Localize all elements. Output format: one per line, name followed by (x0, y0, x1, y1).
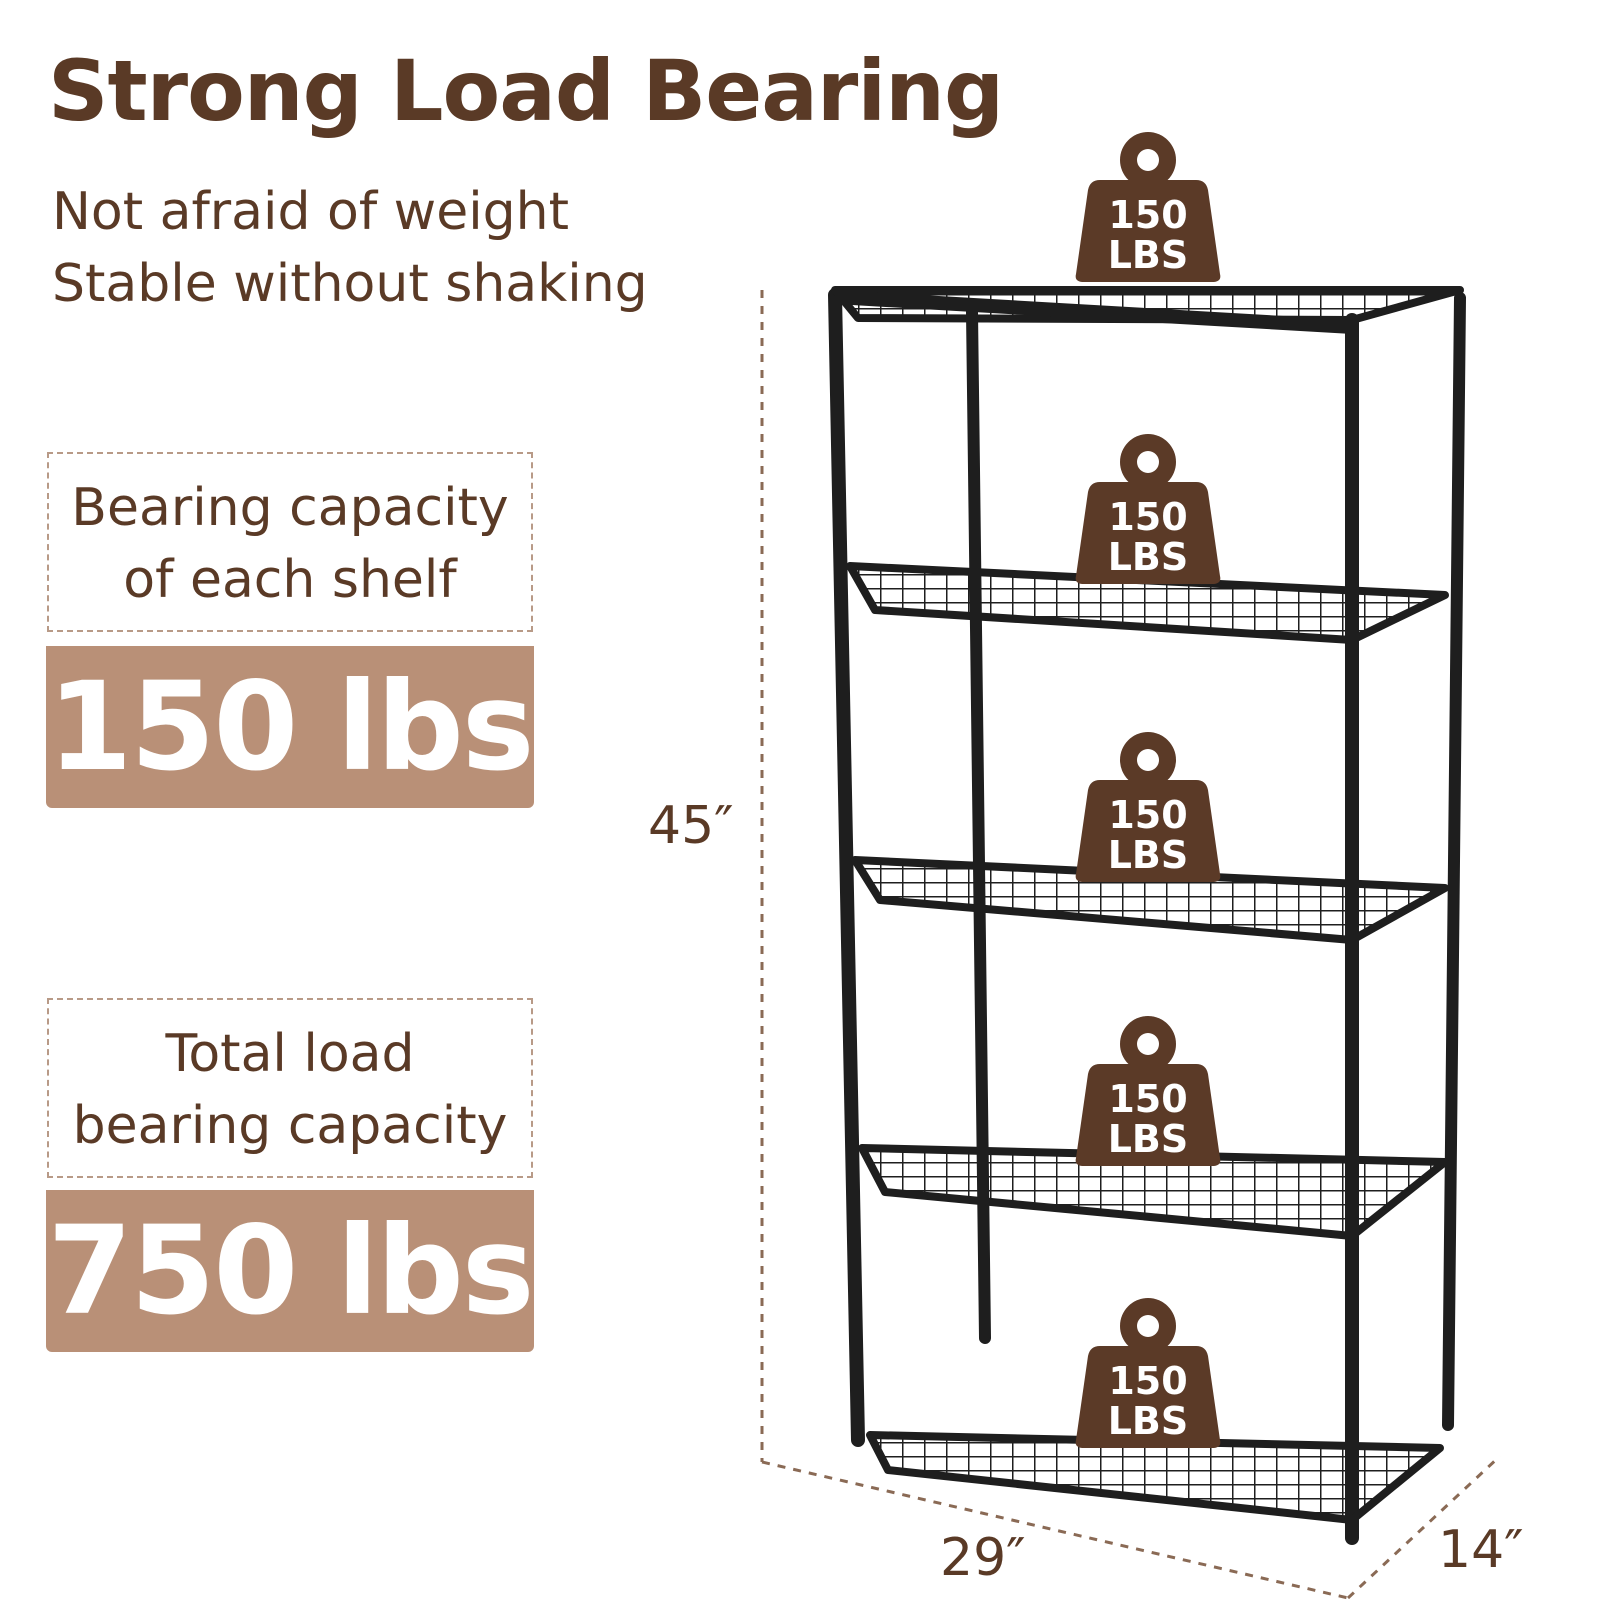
subtitle-line-1: Not afraid of weight (52, 182, 570, 242)
total-capacity-box: Total load bearing capacity (47, 998, 533, 1178)
shelf-4 (858, 1144, 1449, 1240)
rack-shelves (831, 286, 1464, 1524)
weight-label-unit: LBS (1108, 233, 1189, 277)
total-capacity-value: 750 lbs (46, 1190, 534, 1352)
weight-label-number: 150 (1108, 193, 1187, 237)
weight-label-number: 150 (1108, 793, 1187, 837)
dimension-lines (760, 290, 1502, 1600)
weight-label-number: 150 (1108, 1359, 1187, 1403)
weight-label-number: 150 (1108, 495, 1187, 539)
height-label: 45″ (648, 796, 734, 856)
width-label: 29″ (940, 1528, 1026, 1588)
shelf-3 (851, 856, 1449, 944)
shelf-capacity-value: 150 lbs (46, 646, 534, 808)
weight-label-unit: LBS (1108, 1117, 1189, 1161)
weight-label-number: 150 (1108, 1077, 1187, 1121)
weight-label-unit: LBS (1108, 1399, 1189, 1443)
weight-label-unit: LBS (1108, 833, 1189, 877)
shelf-2 (846, 562, 1449, 644)
shelf-1 (831, 286, 1464, 334)
shelf-5 (866, 1431, 1444, 1524)
depth-label: 14″ (1438, 1520, 1524, 1580)
post-front-left (828, 288, 865, 1447)
total-capacity-caption-1: Total load (165, 1024, 415, 1084)
page-title: Strong Load Bearing (48, 42, 1004, 140)
total-capacity-caption-2: bearing capacity (72, 1096, 508, 1156)
subtitle-line-2: Stable without shaking (52, 254, 648, 314)
shelf-capacity-box: Bearing capacity of each shelf (47, 452, 533, 632)
width-dimension-line (761, 1460, 1349, 1600)
depth-dimension-line (1346, 1454, 1502, 1600)
shelf-capacity-caption-2: of each shelf (123, 550, 457, 610)
weight-label-unit: LBS (1108, 535, 1189, 579)
post-back-right (1442, 292, 1466, 1431)
shelf-capacity-caption-1: Bearing capacity (71, 478, 509, 538)
